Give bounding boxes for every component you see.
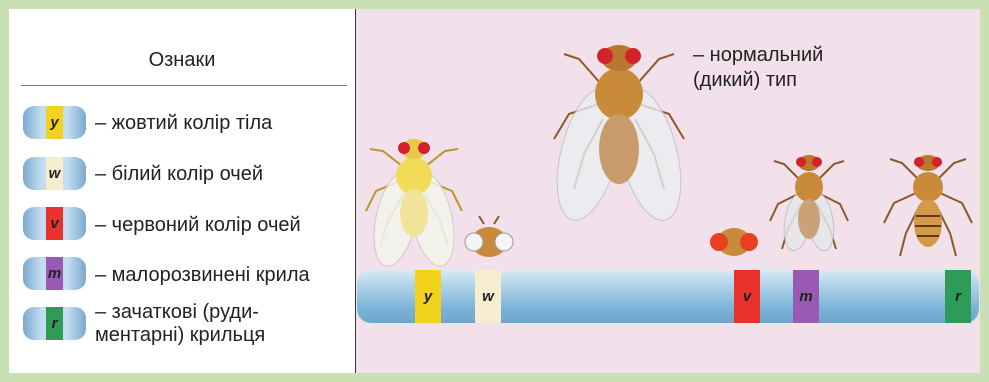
gene-band-v: v <box>46 207 63 240</box>
legend-chip-v: v <box>23 207 86 240</box>
chromosome-band-r: r <box>945 270 971 323</box>
white-eye-fly-head-image <box>464 214 514 264</box>
vermilion-eye-fly-head-image <box>710 216 758 264</box>
yellow-body-fly-image <box>358 121 470 271</box>
drosophila-panel: – нормальний (дикий) тип <box>356 9 980 373</box>
wild-type-fly-image <box>539 14 699 224</box>
legend-chip-w: w <box>23 157 86 190</box>
gene-band-m: m <box>46 257 63 290</box>
legend-text-red-eyes: – червоний колір очей <box>95 214 301 237</box>
gene-band-w: w <box>46 157 63 190</box>
legend-text-white-eyes: – білий колір очей <box>95 163 263 186</box>
rudimentary-wings-fly-image <box>880 141 976 266</box>
legend-chip-y: y <box>23 106 86 139</box>
legend-text-rudimentary-wings: – зачаткові (руди- ментарні) крильця <box>95 301 265 347</box>
legend-title: Ознаки <box>9 49 355 72</box>
chromosome-band-v: v <box>734 270 760 323</box>
legend-divider <box>21 85 347 86</box>
legend-text-small-wings: – малорозвинені крила <box>95 264 310 287</box>
legend-text-yellow-body: – жовтий колір тіла <box>95 112 272 135</box>
chromosome-bar: y w v m r <box>357 270 979 323</box>
wild-type-label: – нормальний (дикий) тип <box>693 43 823 93</box>
legend-chip-r: r <box>23 307 86 340</box>
figure-frame: Ознаки y – жовтий колір тіла w – білий к… <box>9 9 980 373</box>
miniature-wings-fly-image <box>766 139 852 264</box>
chromosome-band-y: y <box>415 270 441 323</box>
legend-chip-m: m <box>23 257 86 290</box>
legend-panel: Ознаки y – жовтий колір тіла w – білий к… <box>9 9 355 373</box>
chromosome-band-w: w <box>475 270 501 323</box>
gene-band-r: r <box>46 307 63 340</box>
gene-band-y: y <box>46 106 63 139</box>
chromosome-band-m: m <box>793 270 819 323</box>
